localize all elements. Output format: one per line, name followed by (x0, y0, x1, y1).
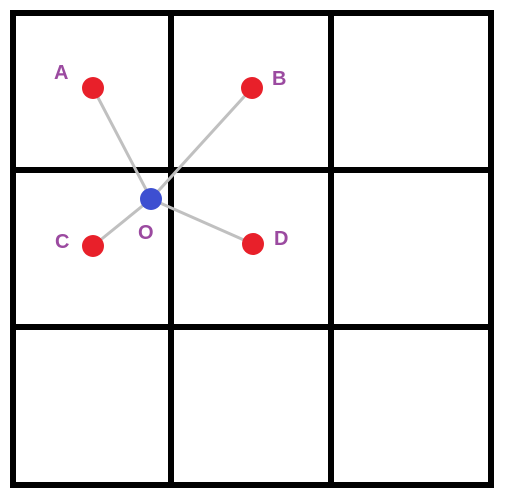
connector-o-c (91, 197, 153, 248)
grid-outer-border (10, 10, 494, 488)
connector-o-d (149, 197, 255, 246)
connector-o-a (91, 86, 153, 201)
label-b: B (272, 68, 286, 90)
grid (10, 10, 494, 488)
point-d (242, 233, 264, 255)
connectors (91, 86, 255, 248)
point-o (140, 188, 162, 210)
label-c: C (55, 231, 69, 253)
outer-points (82, 77, 264, 257)
point-b (241, 77, 263, 99)
point-a (82, 77, 104, 99)
point-labels: A B C D O (54, 62, 288, 253)
connector-o-b (149, 86, 254, 201)
label-o: O (138, 222, 154, 244)
label-a: A (54, 62, 68, 84)
label-d: D (274, 228, 288, 250)
point-c (82, 235, 104, 257)
